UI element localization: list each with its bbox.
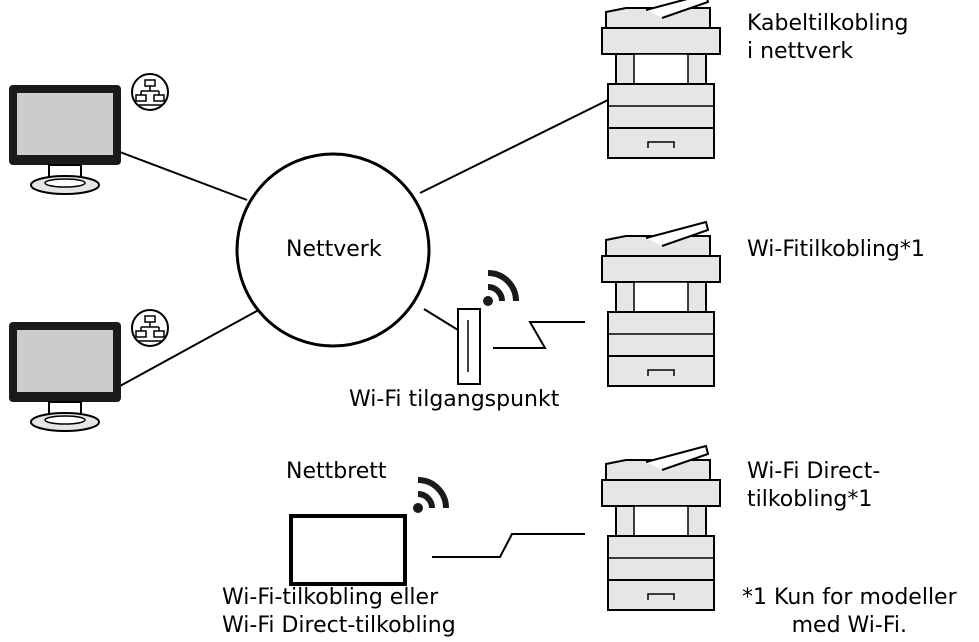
network-label: Nettverk <box>286 237 382 262</box>
wifi-signal-icon <box>483 273 516 306</box>
tablet-connection-line1: Wi-Fi-tilkobling eller <box>222 585 439 610</box>
printer-mfp-icon <box>601 221 721 387</box>
link-computer-bottom <box>119 305 267 387</box>
computer-monitor-icon <box>8 84 122 195</box>
wireless-link-tablet <box>432 533 585 558</box>
lan-network-icon <box>131 309 169 347</box>
printer-wifi-label: Wi-Fitilkobling*1 <box>747 236 925 264</box>
access-point-label: Wi-Fi tilgangspunkt <box>349 387 560 412</box>
wifi-access-point-icon <box>457 308 481 385</box>
tablet-label: Nettbrett <box>286 459 387 484</box>
tablet-connection-line2: Wi-Fi Direct-tilkobling <box>222 613 456 638</box>
printer-wired-line1: Kabeltilkobling <box>747 11 909 36</box>
tablet-connection-label: Wi-Fi-tilkobling eller Wi-Fi Direct-tilk… <box>222 584 456 640</box>
computer-monitor-icon <box>8 321 122 432</box>
printer-wifi-line1: Wi-Fitilkobling*1 <box>747 237 925 262</box>
lan-network-icon <box>131 73 169 111</box>
printer-mfp-icon <box>601 0 721 159</box>
link-computer-top <box>119 151 248 201</box>
footnote-line1: *1 Kun for modeller <box>742 585 957 610</box>
footnote-line2: med Wi-Fi. <box>791 613 908 638</box>
link-access-point <box>423 308 459 331</box>
tablet-icon <box>289 514 407 586</box>
link-printer-wired <box>419 97 613 194</box>
printer-wired-label: Kabeltilkobling i nettverk <box>747 10 909 66</box>
wireless-link-ap <box>493 321 585 349</box>
printer-direct-label: Wi-Fi Direct- tilkobling*1 <box>747 458 880 514</box>
printer-wired-line2: i nettverk <box>747 39 854 64</box>
footnote: *1 Kun for modeller med Wi-Fi. <box>742 584 957 640</box>
printer-direct-line2: tilkobling*1 <box>747 487 873 512</box>
printer-direct-line1: Wi-Fi Direct- <box>747 459 881 484</box>
network-circle <box>235 152 431 348</box>
printer-mfp-icon <box>601 445 721 611</box>
wifi-signal-icon <box>413 480 446 513</box>
